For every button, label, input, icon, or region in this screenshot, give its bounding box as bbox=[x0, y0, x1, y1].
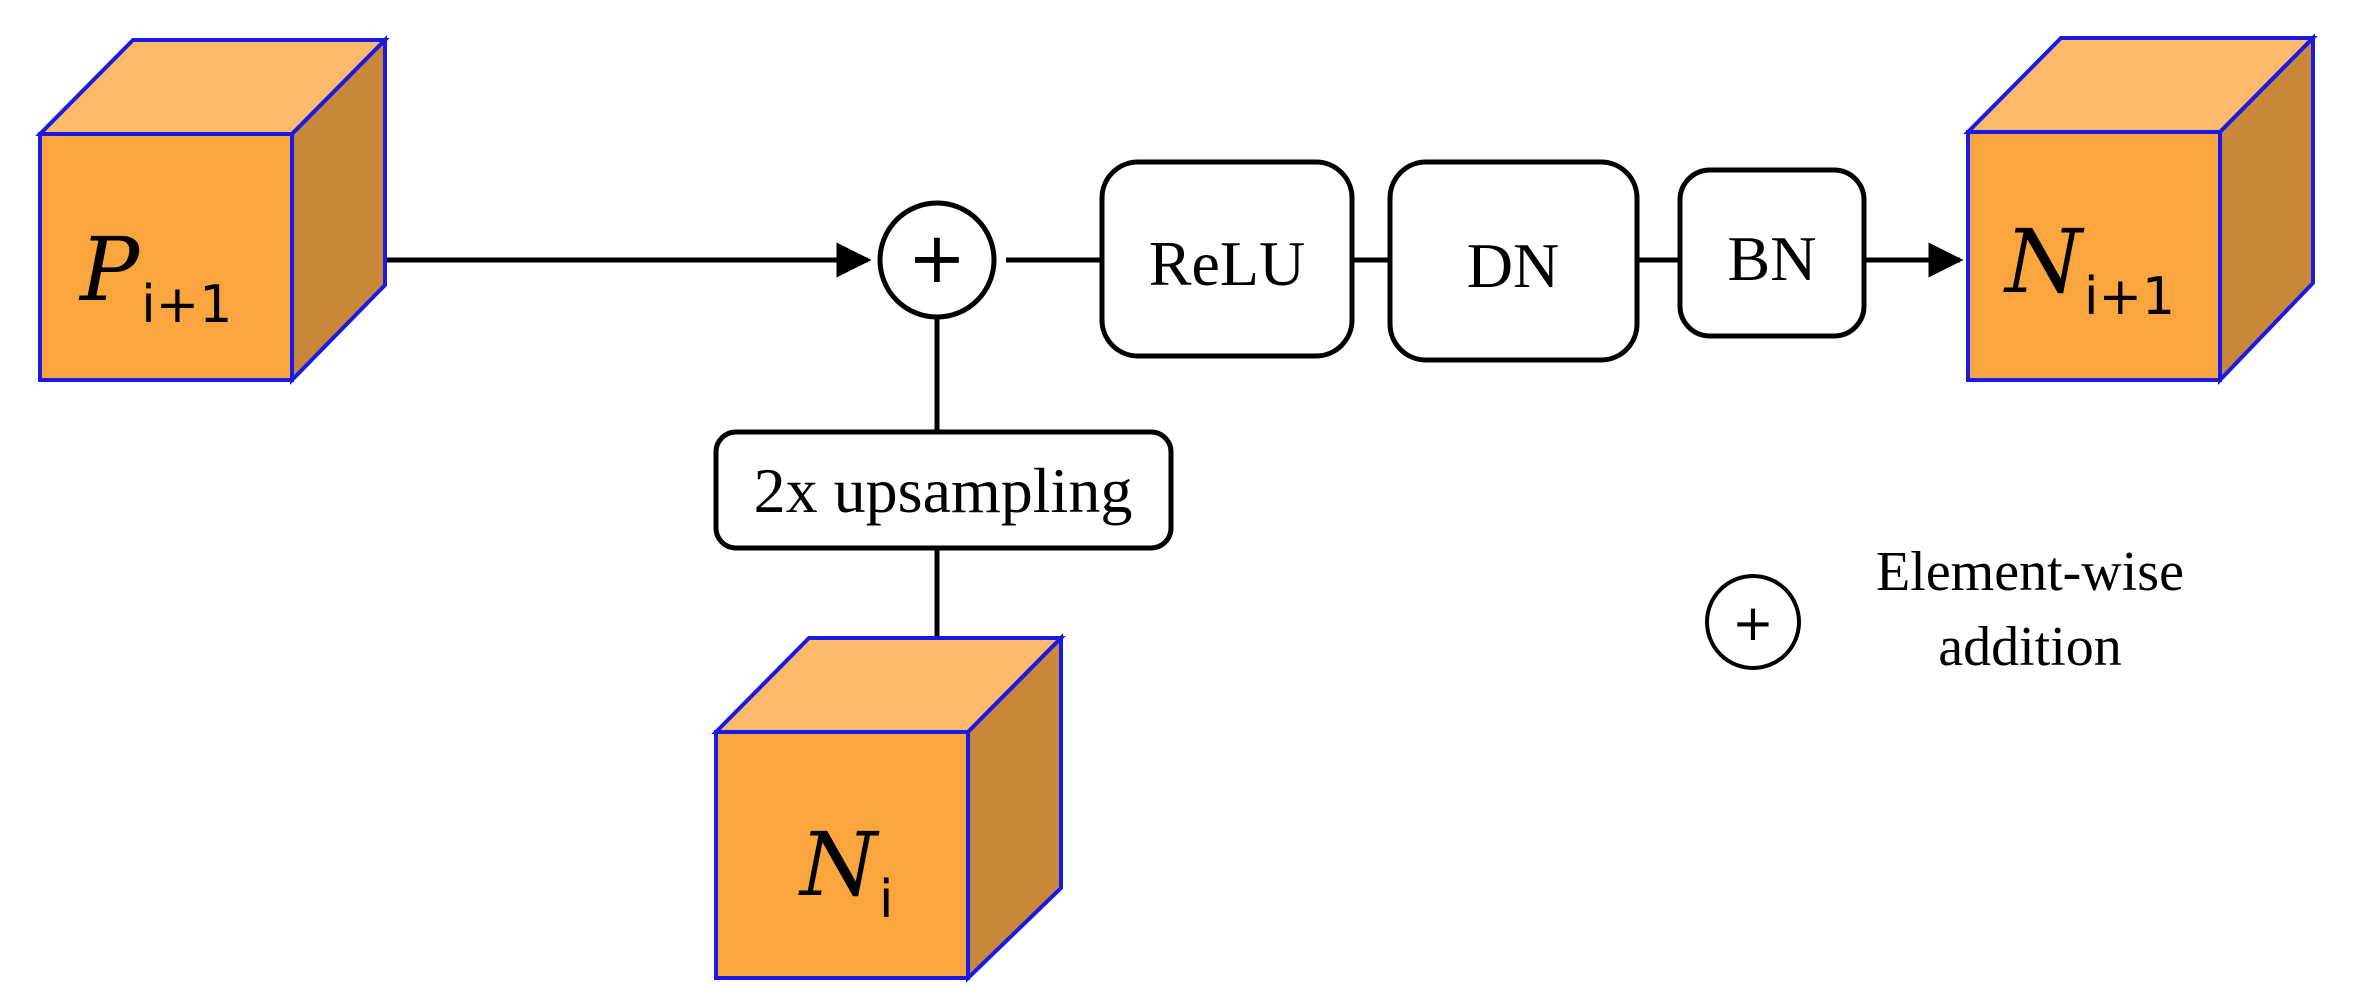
sum-node: + bbox=[877, 200, 997, 320]
cube-label-base: N bbox=[2003, 210, 2085, 313]
output-cube: Ni+1 bbox=[1963, 33, 2318, 385]
cube-label: Ni+1 bbox=[2003, 210, 2175, 327]
upsampling-block: 2x upsampling bbox=[713, 429, 1174, 551]
cube-front-face bbox=[1966, 130, 2222, 382]
legend-text-line2: addition bbox=[1938, 616, 2122, 678]
upsampling-box bbox=[713, 429, 1174, 551]
relu-block: ReLU bbox=[1099, 159, 1355, 359]
cube-front-face bbox=[38, 132, 294, 382]
bn-box bbox=[1677, 167, 1867, 339]
cube-label-base: P bbox=[78, 218, 141, 321]
input-cube-n: Ni bbox=[711, 633, 1066, 983]
relu-box bbox=[1099, 159, 1355, 359]
bn-label: BN bbox=[1728, 223, 1817, 294]
legend-symbol: + bbox=[1732, 594, 1774, 652]
cube-label-subscript: i+1 bbox=[141, 275, 232, 335]
cube-label-subscript: i bbox=[879, 870, 893, 930]
cube-front-face bbox=[714, 730, 970, 980]
dn-label: DN bbox=[1467, 230, 1559, 301]
cube-label: Pi+1 bbox=[78, 218, 232, 335]
sum-circle bbox=[877, 200, 997, 320]
bn-block: BN bbox=[1677, 167, 1867, 339]
input-cube-p: Pi+1 bbox=[35, 35, 390, 385]
legend: + Element-wise addition bbox=[1705, 541, 2184, 678]
legend-circle bbox=[1705, 574, 1801, 670]
legend-text-line1: Element-wise bbox=[1876, 541, 2184, 603]
cube-label-base: N bbox=[798, 813, 880, 916]
dn-block: DN bbox=[1387, 159, 1640, 363]
dn-box bbox=[1387, 159, 1640, 363]
cube-label: Ni bbox=[798, 813, 893, 930]
cube-label-subscript: i+1 bbox=[2084, 267, 2175, 327]
sum-symbol: + bbox=[908, 217, 967, 299]
relu-label: ReLU bbox=[1149, 228, 1305, 299]
upsampling-label: 2x upsampling bbox=[754, 455, 1133, 526]
